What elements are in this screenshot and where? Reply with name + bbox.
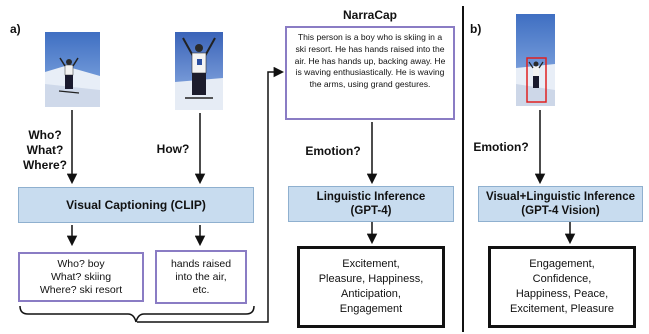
result-b-line3: Happiness, Peace, xyxy=(515,288,609,300)
linguistic-inference-title: Linguistic Inference xyxy=(316,191,426,203)
question-where: Where? xyxy=(22,158,67,172)
result-a-line2: Pleasure, Happiness, xyxy=(318,273,424,285)
panel-a-label: a) xyxy=(10,22,21,36)
caption-box-who-what-where: Who? boy What? skiing Where? ski resort xyxy=(18,252,144,302)
caption-where: Where? ski resort xyxy=(39,283,123,296)
caption-how-line1: hands raised xyxy=(170,257,232,270)
skier-photo-2 xyxy=(175,32,223,110)
narracap-title: NarraCap xyxy=(342,8,398,22)
skier-photo-1 xyxy=(45,32,100,107)
result-a-line4: Engagement xyxy=(339,303,403,315)
narracap-text-box: This person is a boy who is skiing in a … xyxy=(285,26,455,120)
who-what-where-questions: Who? What? Where? xyxy=(16,128,74,173)
caption-who: Who? boy xyxy=(57,257,105,270)
result-b-line2: Confidence, xyxy=(532,273,592,285)
panel-divider xyxy=(462,6,464,332)
caption-box-how: hands raised into the air, etc. xyxy=(155,250,247,304)
question-who: Who? xyxy=(28,128,62,142)
question-what: What? xyxy=(26,143,64,157)
linguistic-inference-model: (GPT-4) xyxy=(350,205,392,217)
vl-inference-model: (GPT-4 Vision) xyxy=(521,205,600,217)
skier-photo-b xyxy=(516,14,555,106)
result-a-line3: Anticipation, xyxy=(341,288,401,300)
emotion-question-a: Emotion? xyxy=(305,144,361,158)
visual-captioning-box: Visual Captioning (CLIP) xyxy=(18,187,254,223)
vl-inference-title: Visual+Linguistic Inference xyxy=(485,191,636,203)
result-a-line1: Excitement, xyxy=(342,258,400,270)
caption-how-line2: into the air, xyxy=(175,270,227,283)
emotion-result-box-b: Engagement, Confidence, Happiness, Peace… xyxy=(488,246,636,328)
panel-b-label: b) xyxy=(470,22,482,36)
question-how: How? xyxy=(156,142,190,156)
caption-how-line3: etc. xyxy=(192,283,210,296)
caption-what: What? skiing xyxy=(50,270,112,283)
linguistic-inference-box: Linguistic Inference (GPT-4) xyxy=(288,186,454,222)
emotion-result-box-a: Excitement, Pleasure, Happiness, Anticip… xyxy=(297,246,445,328)
visual-linguistic-inference-box: Visual+Linguistic Inference (GPT-4 Visio… xyxy=(478,186,643,222)
emotion-question-b: Emotion? xyxy=(473,140,529,154)
result-b-line1: Engagement, xyxy=(529,258,595,270)
result-b-line4: Excitement, Pleasure xyxy=(510,303,614,315)
